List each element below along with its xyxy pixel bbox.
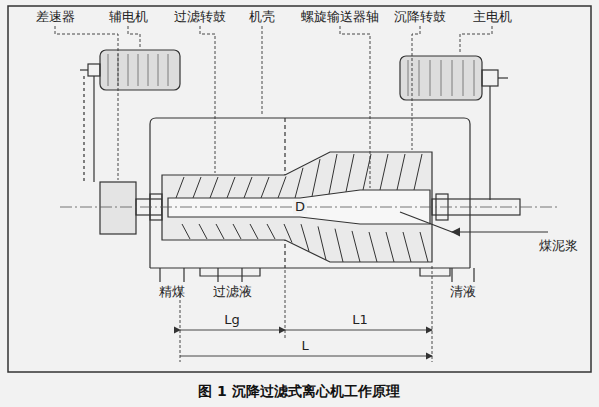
- dimension-lines: [180, 266, 432, 362]
- flow-label: 清液: [448, 285, 478, 299]
- leader-lines: [55, 26, 492, 188]
- effluent-outlet: [452, 268, 474, 282]
- flow-label: 精煤: [157, 285, 187, 299]
- main-motor: [400, 56, 508, 100]
- concentrate-outlet: [160, 268, 184, 282]
- part-label: 差速器: [34, 10, 77, 24]
- aux-motor: [80, 50, 180, 90]
- part-label: 螺旋输送器轴: [299, 10, 381, 24]
- dimension-symbol: D: [293, 200, 307, 214]
- differential: [100, 182, 136, 234]
- part-label: 机壳: [247, 10, 277, 24]
- part-label: 辅电机: [107, 10, 150, 24]
- aux-belt: [93, 76, 94, 182]
- flow-label: 过滤液: [211, 285, 254, 299]
- dimension-label: L1: [350, 313, 370, 327]
- dimension-label: L: [299, 339, 310, 353]
- part-label: 过滤转鼓: [172, 10, 228, 24]
- main-belt: [489, 86, 490, 200]
- feed-arrow: [452, 231, 548, 232]
- part-label: 主电机: [471, 10, 514, 24]
- casing: [150, 118, 470, 268]
- figure-caption: 图 1 沉降过滤式离心机工作原理: [198, 383, 400, 401]
- part-label: 沉降转鼓: [392, 10, 448, 24]
- flow-label: 煤泥浆: [537, 239, 580, 253]
- frame: [8, 6, 591, 372]
- filtrate-outlet: [218, 268, 242, 282]
- dimension-label: Lg: [222, 313, 242, 327]
- center-line: [60, 207, 560, 208]
